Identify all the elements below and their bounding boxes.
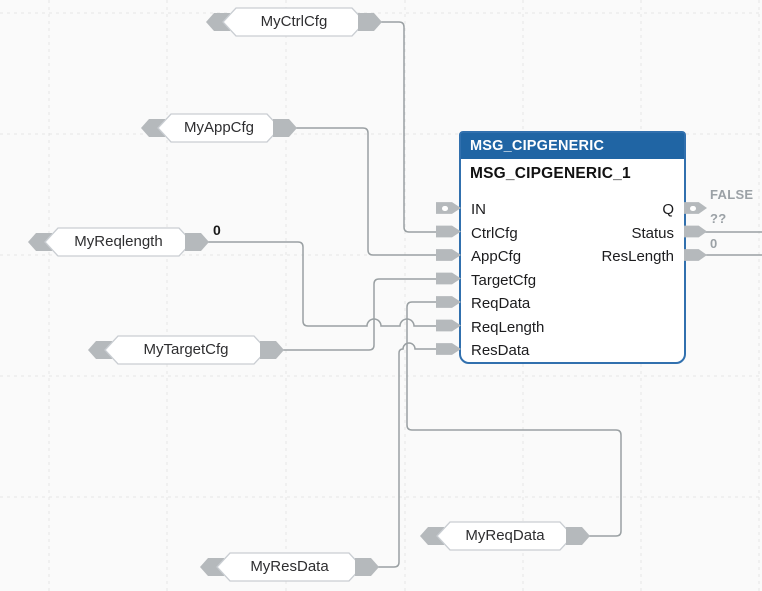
- tag-right-connector-icon: [260, 341, 284, 359]
- tag-label: MyCtrlCfg: [260, 13, 328, 30]
- output-pin-connector-q[interactable]: [684, 202, 707, 214]
- pin-row: TargetCfg: [461, 269, 684, 293]
- variable-tag-mytargetcfg[interactable]: MyTargetCfg: [88, 335, 284, 365]
- pin-row: IN Q: [461, 198, 684, 222]
- tag-right-connector-icon: [358, 13, 382, 31]
- wire-myreqlength-to-reqlength[interactable]: [207, 241, 438, 327]
- input-pin-connector-ctrlcfg[interactable]: [436, 225, 461, 238]
- variable-tag-myappcfg[interactable]: MyAppCfg: [141, 113, 297, 143]
- wire-myappcfg-to-appcfg[interactable]: [295, 127, 438, 256]
- input-pin-label-resdata[interactable]: ResData: [471, 342, 530, 359]
- variable-tag-myreqlength[interactable]: MyReqlength: [28, 227, 209, 257]
- block-instance-name: MSG_CIPGENERIC_1: [470, 165, 631, 182]
- monitor-value-reslength: 0: [710, 236, 718, 251]
- tag-left-connector-icon: [206, 13, 230, 31]
- wire-mytargetcfg-to-targetcfg[interactable]: [282, 278, 438, 351]
- block-type-title: MSG_CIPGENERIC: [461, 133, 684, 159]
- input-pin-connector-reqlength[interactable]: [436, 319, 461, 332]
- tag-label: MyAppCfg: [183, 119, 255, 136]
- tag-label: MyTargetCfg: [143, 341, 229, 358]
- operand-literal-value[interactable]: 0: [213, 222, 221, 238]
- tag-left-connector-icon: [88, 341, 112, 359]
- pin-list: IN Q CtrlCfg Status AppCfg ResLength Tar…: [461, 198, 684, 363]
- pin-row: ReqLength: [461, 316, 684, 340]
- tag-left-connector-icon: [141, 119, 165, 137]
- monitor-value-status: ??: [710, 211, 727, 226]
- output-pin-label-q[interactable]: Q: [662, 201, 674, 218]
- tag-right-connector-icon: [566, 527, 590, 545]
- wire-myctrlcfg-to-ctrlcfg[interactable]: [380, 21, 438, 233]
- function-block-msg-cipgeneric[interactable]: MSG_CIPGENERIC MSG_CIPGENERIC_1 IN Q Ctr…: [459, 131, 686, 364]
- tag-label: MyReqData: [465, 527, 545, 544]
- tag-label: MyReqlength: [74, 233, 163, 250]
- wire-myreqdata-to-reqdata[interactable]: [406, 301, 622, 537]
- output-pin-label-status[interactable]: Status: [631, 224, 674, 242]
- unconnected-pin-dot: [690, 205, 696, 211]
- tag-left-connector-icon: [200, 558, 224, 576]
- pin-row: ReqData: [461, 292, 684, 316]
- tag-right-connector-icon: [273, 119, 297, 137]
- input-pin-connector-appcfg[interactable]: [436, 249, 461, 261]
- tag-right-connector-icon: [355, 558, 379, 576]
- tag-right-connector-icon: [185, 233, 209, 251]
- tag-left-connector-icon: [420, 527, 444, 545]
- variable-tag-myctrlcfg[interactable]: MyCtrlCfg: [206, 7, 382, 37]
- pin-row: CtrlCfg Status: [461, 222, 684, 246]
- wire-myresdata-to-resdata[interactable]: [377, 342, 438, 568]
- input-pin-label-reqlength[interactable]: ReqLength: [471, 318, 545, 336]
- input-pin-label-reqdata[interactable]: ReqData: [471, 295, 531, 312]
- input-pin-connector-resdata[interactable]: [436, 343, 461, 355]
- variable-tag-myresdata[interactable]: MyResData: [200, 552, 379, 582]
- output-pin-connector-status[interactable]: [684, 225, 707, 238]
- output-pin-label-reslength[interactable]: ResLength: [601, 248, 674, 265]
- output-pin-connector-reslength[interactable]: [684, 249, 707, 261]
- input-pin-label-targetcfg[interactable]: TargetCfg: [471, 271, 537, 289]
- input-pin-connector-targetcfg[interactable]: [436, 272, 461, 285]
- variable-tag-myreqdata[interactable]: MyReqData: [420, 521, 590, 551]
- pin-row: ResData: [461, 339, 684, 363]
- input-pin-label-appcfg[interactable]: AppCfg: [471, 248, 522, 265]
- input-pin-connector-reqdata[interactable]: [436, 296, 461, 308]
- unconnected-pin-dot: [442, 205, 448, 211]
- input-pin-label-ctrlcfg[interactable]: CtrlCfg: [471, 224, 518, 242]
- tag-label: MyResData: [250, 558, 329, 575]
- input-pin-connector-in[interactable]: [436, 202, 461, 214]
- tag-left-connector-icon: [28, 233, 52, 251]
- monitor-value-q: FALSE: [710, 187, 754, 202]
- pin-row: AppCfg ResLength: [461, 245, 684, 269]
- input-pin-label-in[interactable]: IN: [471, 201, 486, 218]
